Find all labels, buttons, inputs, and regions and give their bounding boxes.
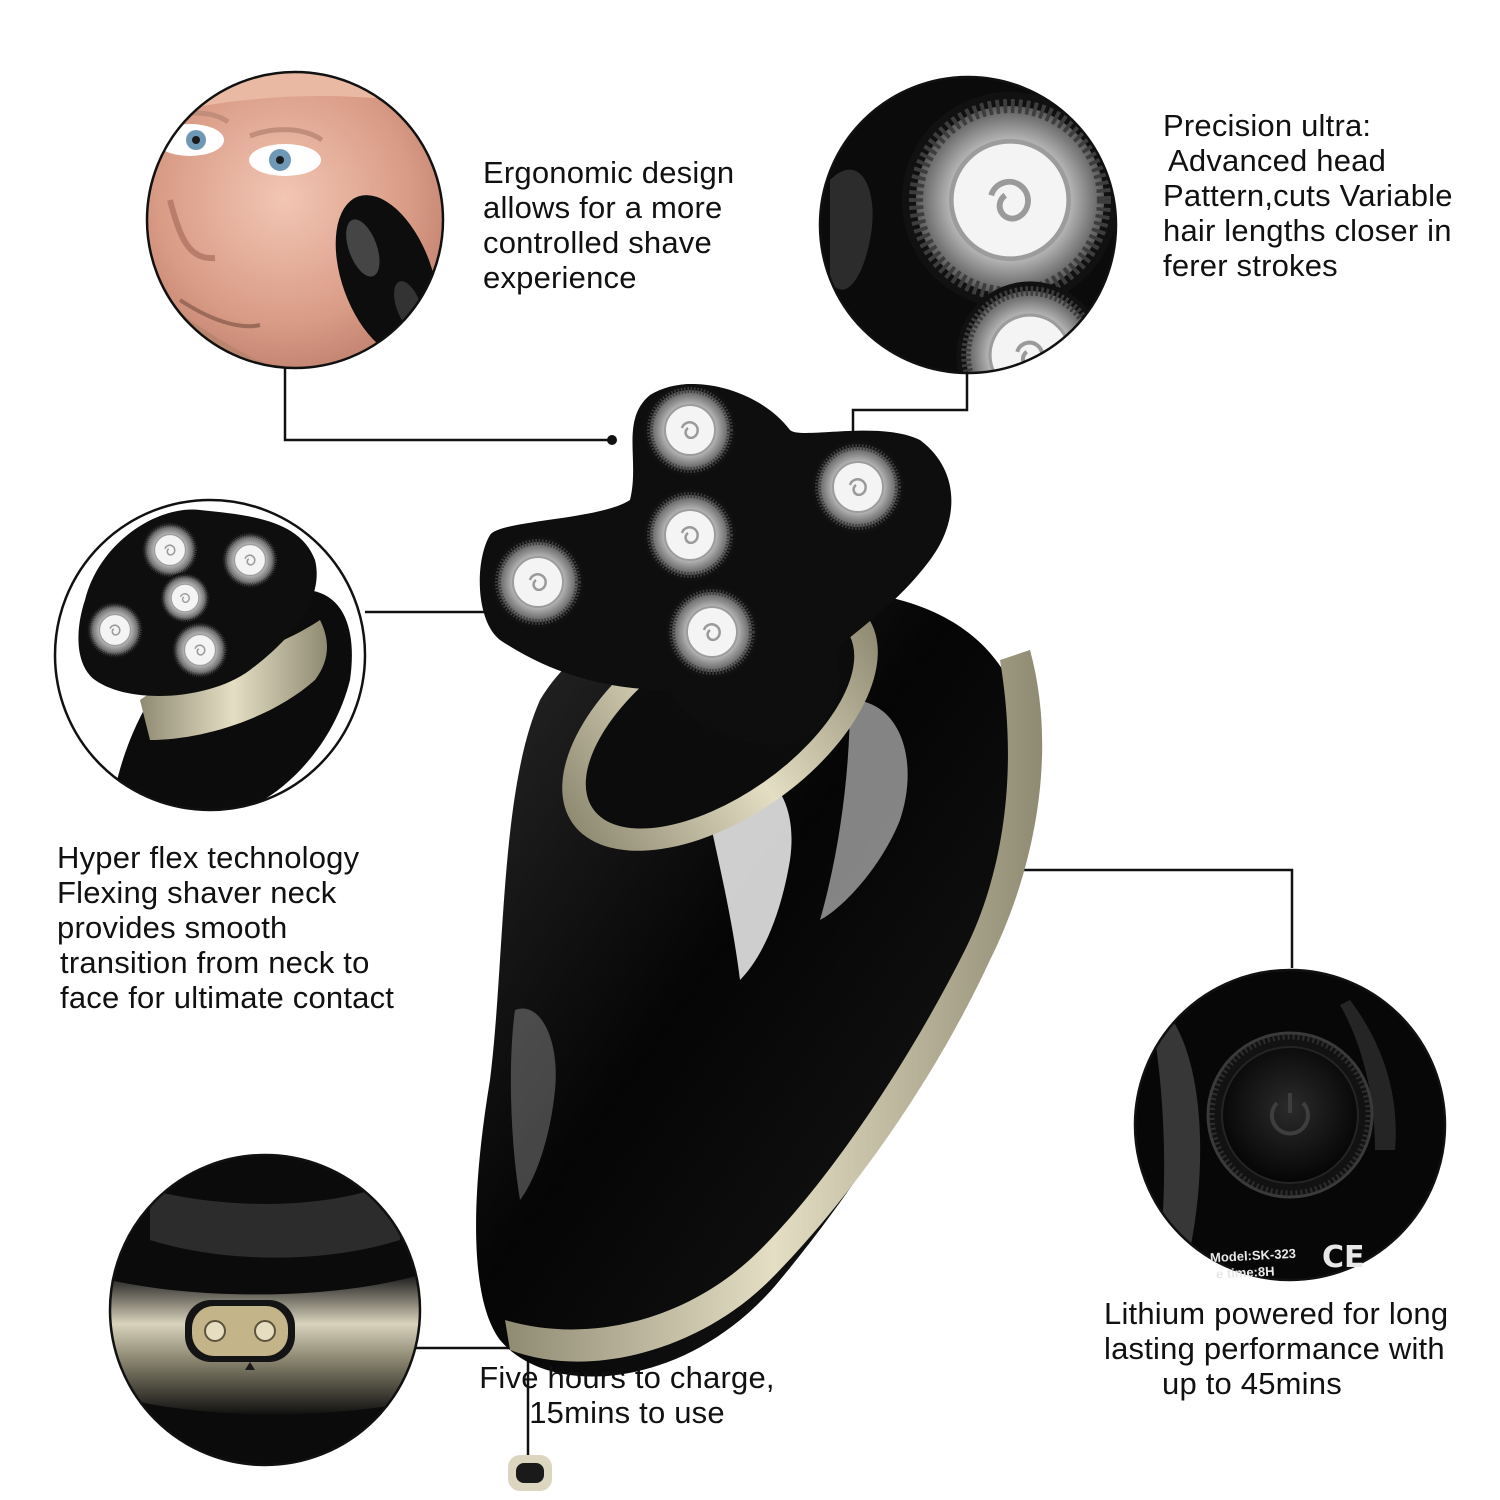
- ergonomic-line-1: Ergonomic design: [483, 155, 735, 190]
- flex-line-4: transition from neck to: [60, 945, 370, 980]
- battery-caption: Lithium powered for long lasting perform…: [1104, 1296, 1448, 1401]
- precision-line-1: Precision ultra:: [1163, 108, 1372, 143]
- shaver-product-photo: [476, 384, 1043, 1491]
- charge-caption: Five hours to charge, 15mins to use: [462, 1360, 792, 1430]
- ce-mark: CE: [1322, 1240, 1365, 1275]
- shaver-head-detail-photo: [818, 75, 1118, 375]
- charge-line-1: Five hours to charge,: [479, 1360, 775, 1395]
- charging-port-photo: [108, 1153, 422, 1467]
- flex-line-1: Hyper flex technology: [57, 840, 360, 875]
- charge-time-label: e time:8H: [1215, 1263, 1275, 1282]
- precision-caption: Precision ultra: Advanced head Pattern,c…: [1163, 108, 1453, 283]
- precision-line-2: Advanced head: [1168, 143, 1387, 178]
- ergonomic-line-2: allows for a more: [483, 190, 723, 225]
- face-closeup-photo: [145, 70, 445, 370]
- battery-line-2: lasting performance with: [1104, 1331, 1445, 1366]
- precision-line-5: ferer strokes: [1163, 248, 1338, 283]
- battery-line-3: up to 45mins: [1162, 1366, 1342, 1401]
- charge-line-2: 15mins to use: [529, 1395, 725, 1430]
- precision-line-4: hair lengths closer in: [1163, 213, 1452, 248]
- battery-line-1: Lithium powered for long: [1104, 1296, 1449, 1331]
- flex-line-5: face for ultimate contact: [60, 980, 395, 1015]
- ergonomic-line-4: experience: [483, 260, 637, 295]
- precision-line-3: Pattern,cuts Variable: [1163, 178, 1453, 213]
- ergonomic-line-3: controlled shave: [483, 225, 712, 260]
- power-button-photo: [1133, 968, 1447, 1282]
- flex-line-3: provides smooth: [57, 910, 288, 945]
- flex-caption: Hyper flex technology Flexing shaver nec…: [57, 840, 394, 1015]
- flex-line-2: Flexing shaver neck: [57, 875, 337, 910]
- ergonomic-caption: Ergonomic design allows for a more contr…: [483, 155, 734, 295]
- five-head-shaver-photo: [53, 498, 367, 812]
